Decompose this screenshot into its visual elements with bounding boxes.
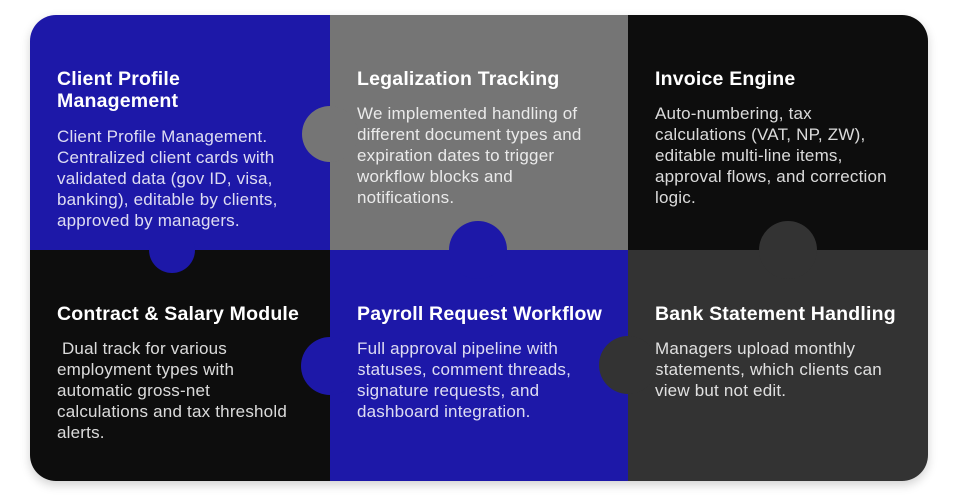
card-invoice-engine: Invoice Engine Auto-numbering, tax calcu…: [628, 15, 928, 250]
card-title: Invoice Engine: [655, 68, 796, 90]
card-title: Payroll Request Workflow: [357, 303, 602, 325]
card-title: Bank Statement Handling: [655, 303, 896, 325]
puzzle-board: Client Profile Management Client Profile…: [30, 15, 928, 481]
card-contract-salary-module: Contract & Salary Module Dual track for …: [30, 250, 330, 481]
card-body: We implemented handling of different doc…: [357, 104, 587, 208]
card-body: Auto-numbering, tax calculations (VAT, N…: [655, 104, 892, 208]
card-body: Dual track for various employment types …: [57, 339, 292, 443]
card-title: Client Profile Management: [57, 68, 181, 113]
card-title: Legalization Tracking: [357, 68, 560, 90]
card-client-profile-management: Client Profile Management Client Profile…: [30, 15, 330, 250]
card-legalization-tracking: Legalization Tracking We implemented han…: [330, 15, 628, 250]
card-title: Contract & Salary Module: [57, 303, 300, 325]
card-body: Full approval pipeline with statuses, co…: [357, 339, 576, 422]
card-body: Client Profile Management. Centralized c…: [57, 126, 283, 230]
card-bank-statement-handling: Bank Statement Handling Managers upload …: [628, 250, 928, 481]
card-payroll-request-workflow: Payroll Request Workflow Full approval p…: [330, 250, 628, 481]
card-body: Managers upload monthly statements, whic…: [655, 339, 887, 401]
